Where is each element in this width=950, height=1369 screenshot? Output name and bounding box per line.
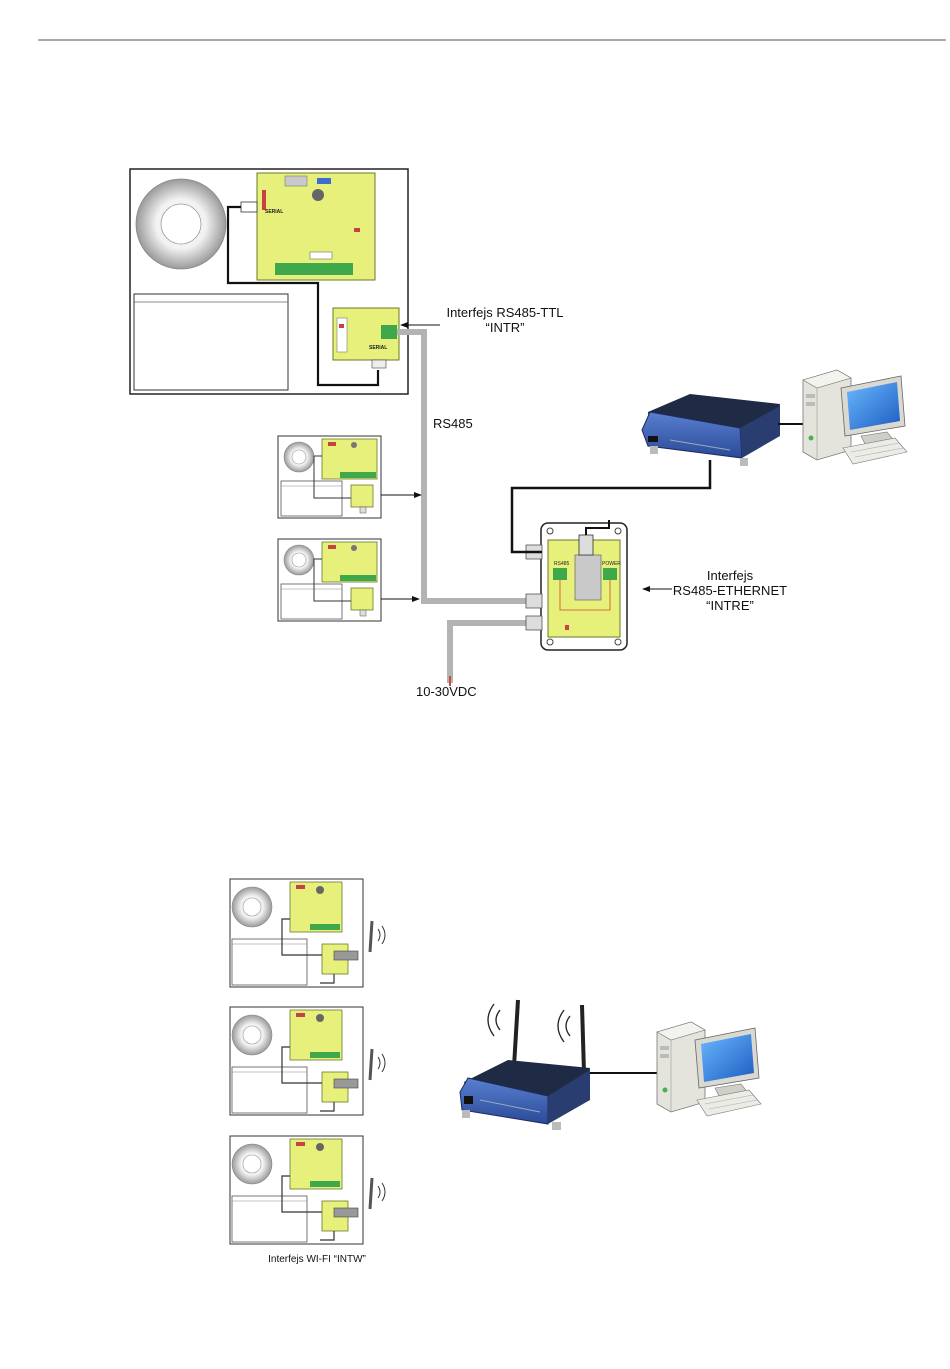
rs485-cable bbox=[397, 332, 526, 601]
main-psu-enclosure: SERIAL SERIAL bbox=[130, 169, 408, 394]
slave-unit-1 bbox=[278, 436, 381, 518]
intre-rs485-label: RS485 bbox=[554, 561, 570, 567]
wifi-unit-1 bbox=[230, 879, 385, 987]
wifi-unit-2 bbox=[230, 1007, 385, 1115]
computer-icon-2 bbox=[657, 1022, 761, 1116]
label-intw: Interfejs WI-FI “INTW” bbox=[268, 1254, 366, 1265]
label-intre-line1: Interfejs bbox=[707, 568, 754, 583]
label-intr-line2: “INTR” bbox=[486, 320, 525, 335]
intre-enclosure: RS485 POWER bbox=[526, 523, 627, 650]
wireless-router-icon bbox=[460, 1000, 590, 1130]
module-serial-label: SERIAL bbox=[369, 345, 387, 351]
board-serial-label: SERIAL bbox=[265, 209, 283, 215]
serial-connector bbox=[241, 202, 257, 212]
label-intre-line3: “INTRE” bbox=[706, 598, 754, 613]
slave-unit-2 bbox=[278, 539, 381, 621]
label-intr-line1: Interfejs RS485-TTL bbox=[446, 305, 563, 320]
label-intre-line2: RS485-ETHERNET bbox=[673, 583, 787, 598]
wifi-unit-3 bbox=[230, 1136, 385, 1244]
label-rs485: RS485 bbox=[433, 416, 473, 431]
intre-power-label: POWER bbox=[602, 561, 621, 567]
battery bbox=[134, 294, 288, 390]
power-cable bbox=[450, 623, 526, 683]
router-icon bbox=[642, 394, 780, 466]
label-power: 10-30VDC bbox=[416, 684, 477, 699]
computer-icon bbox=[803, 370, 907, 464]
diagram-rs485-ethernet: SERIAL SERIAL Interfejs RS485-TTL “INTR”… bbox=[130, 169, 907, 699]
diagram-wifi: Interfejs WI-FI “INTW” bbox=[230, 879, 761, 1265]
